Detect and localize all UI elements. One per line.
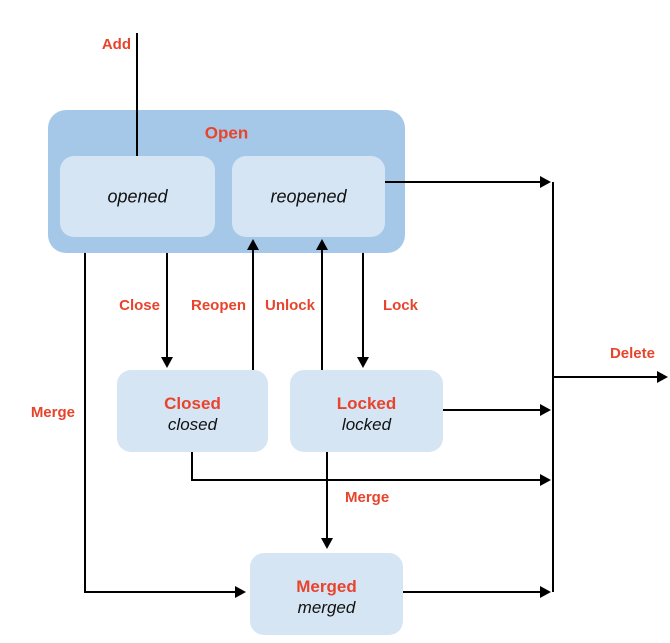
arrowhead [540, 586, 551, 598]
transition-delete-reopened[interactable] [385, 176, 551, 188]
arrowhead [161, 357, 173, 368]
state-title: Merged [296, 577, 356, 596]
transition-unlock[interactable] [316, 239, 328, 370]
transition-label-merge-left: Merge [31, 404, 75, 421]
state-shape [232, 156, 385, 237]
transition-reopen[interactable] [247, 239, 259, 370]
transition-label-merge-center: Merge [345, 489, 389, 506]
state-shape [117, 370, 268, 452]
transition-label-unlock: Unlock [265, 297, 316, 314]
state-group-label: Open [205, 123, 248, 142]
state-closed[interactable]: Closed closed [117, 370, 268, 452]
transition-label-lock: Lock [383, 297, 419, 314]
state-title: Closed [164, 394, 221, 413]
transition-merge-center[interactable] [321, 452, 333, 549]
transition-label-delete: Delete [610, 345, 655, 362]
arrowhead [357, 357, 369, 368]
state-subtitle: reopened [270, 186, 347, 206]
state-subtitle: closed [168, 415, 218, 434]
transition-label-add: Add [102, 36, 131, 53]
transition-merge-left[interactable] [84, 253, 246, 598]
state-opened[interactable]: opened [60, 156, 215, 237]
transition-delete-merged[interactable] [403, 586, 551, 598]
arrowhead [540, 176, 551, 188]
state-subtitle: merged [298, 598, 356, 617]
state-reopened[interactable]: reopened [232, 156, 385, 237]
transition-label-close: Close [119, 297, 160, 314]
arrowhead [540, 474, 551, 486]
state-subtitle: opened [107, 186, 168, 206]
state-merged[interactable]: Merged merged [250, 553, 403, 635]
state-shape [290, 370, 443, 452]
arrowhead [321, 538, 333, 549]
transition-delete-closed[interactable] [191, 452, 551, 486]
transition-path [84, 253, 244, 593]
state-shape [60, 156, 215, 237]
transition-delete-locked[interactable] [443, 404, 551, 416]
arrowhead [235, 586, 246, 598]
transition-delete[interactable] [553, 371, 668, 383]
transition-lock[interactable] [357, 253, 369, 368]
transition-path [191, 452, 547, 481]
transition-label-reopen: Reopen [191, 297, 246, 314]
transition-close[interactable] [161, 253, 173, 368]
state-subtitle: locked [342, 415, 392, 434]
state-locked[interactable]: Locked locked [290, 370, 443, 452]
state-shape [250, 553, 403, 635]
arrowhead [316, 239, 328, 250]
arrowhead [247, 239, 259, 250]
arrowhead [540, 404, 551, 416]
arrowhead [657, 371, 668, 383]
state-title: Locked [337, 394, 397, 413]
